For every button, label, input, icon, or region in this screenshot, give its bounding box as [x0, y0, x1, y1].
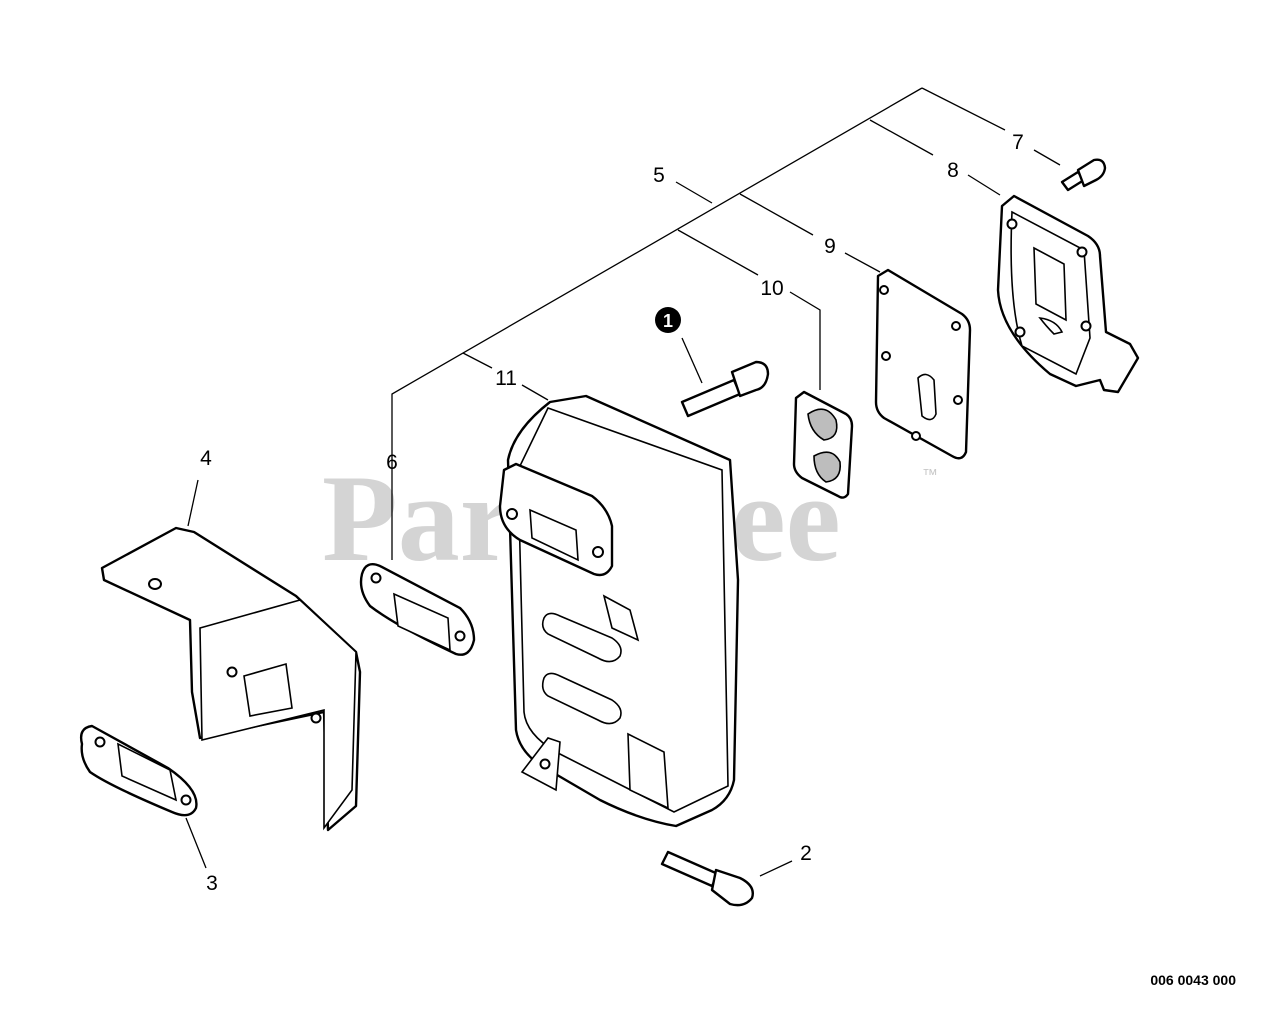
callout-5: 5 — [653, 164, 665, 187]
part-7-bolt — [1060, 158, 1107, 192]
callout-9: 9 — [824, 235, 836, 258]
callout-labels: 1 2 3 4 5 6 7 8 9 10 11 — [200, 131, 1024, 895]
part-11-muffler — [498, 394, 740, 828]
callout-6: 6 — [386, 451, 398, 474]
callout-2: 2 — [800, 842, 812, 865]
note-marker-icon — [655, 307, 681, 333]
callout-8: 8 — [947, 159, 959, 182]
part-9-gasket — [874, 268, 972, 460]
callout-11: 11 — [495, 367, 517, 390]
callout-7: 7 — [1012, 131, 1024, 154]
part-1-bolt — [680, 360, 770, 418]
drawing-number: 006 0043 000 — [1150, 972, 1236, 988]
part-8-cover-plate — [996, 194, 1140, 394]
part-6-gasket — [359, 563, 476, 656]
callout-4: 4 — [200, 447, 212, 470]
part-4-heat-shield — [100, 526, 362, 832]
part-3-gasket — [79, 724, 198, 817]
callout-10: 10 — [760, 277, 783, 300]
assembly-leader-lines — [185, 87, 1061, 877]
part-10-screen — [792, 390, 854, 499]
callout-3: 3 — [206, 872, 218, 895]
note-marker-number: 1 — [663, 311, 673, 331]
watermark-trademark: ™ — [922, 467, 938, 484]
part-2-bolt — [660, 850, 754, 907]
